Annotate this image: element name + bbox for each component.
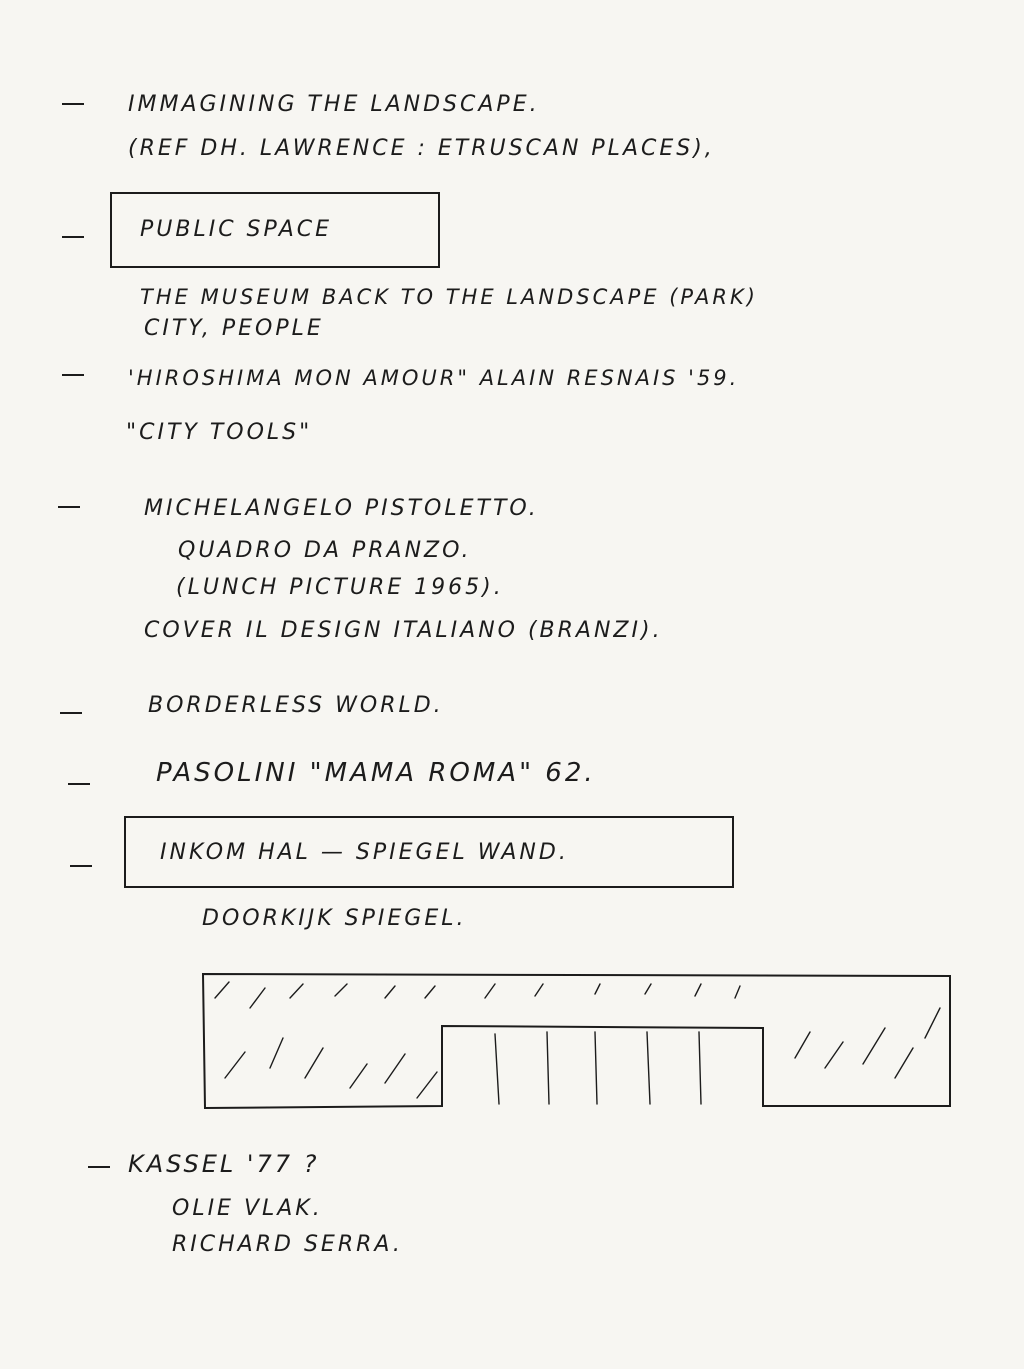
note-public-space: PUBLIC SPACE (140, 217, 333, 242)
bullet-dash (62, 103, 84, 105)
note-quadro: QUADRO DA PRANZO. (178, 538, 472, 563)
note-pasolini: PASOLINI "MAMA ROMA" 62. (156, 758, 596, 788)
inkom-hal-box (124, 816, 734, 888)
note-inkom-hal: INKOM HAL — SPIEGEL WAND. (160, 840, 569, 865)
bullet-dash (62, 236, 84, 238)
note-olie-vlak: OLIE VLAK. (172, 1196, 323, 1221)
note-city-people: CITY, PEOPLE (144, 316, 324, 341)
note-cover-branzi: COVER IL DESIGN ITALIANO (BRANZI). (144, 618, 663, 643)
note-doorkijk: DOORKIJK SPIEGEL. (202, 906, 467, 931)
note-landscape: IMMAGINING THE LANDSCAPE. (128, 92, 540, 117)
public-space-box (110, 192, 440, 268)
bullet-dash (62, 374, 84, 376)
note-richard-serra: RICHARD SERRA. (172, 1232, 403, 1257)
bullet-dash (60, 712, 82, 714)
bullet-dash (68, 783, 90, 785)
note-hiroshima: 'HIROSHIMA MON AMOUR" ALAIN RESNAIS '59. (128, 366, 740, 390)
bullet-dash (70, 865, 92, 867)
note-lunch-picture: (LUNCH PICTURE 1965). (176, 575, 504, 600)
note-lawrence-ref: (REF DH. LAWRENCE : ETRUSCAN PLACES), (128, 136, 715, 161)
note-kassel: KASSEL '77 ? (128, 1150, 320, 1178)
bullet-dash (88, 1166, 110, 1168)
wall-sketch (201, 972, 951, 1110)
note-pistoletto: MICHELANGELO PISTOLETTO. (144, 496, 539, 521)
bullet-dash (58, 506, 80, 508)
note-borderless: BORDERLESS WORLD. (148, 693, 444, 718)
note-city-tools: "CITY TOOLS" (126, 420, 313, 445)
note-museum: THE MUSEUM BACK TO THE LANDSCAPE (PARK) (140, 285, 758, 309)
